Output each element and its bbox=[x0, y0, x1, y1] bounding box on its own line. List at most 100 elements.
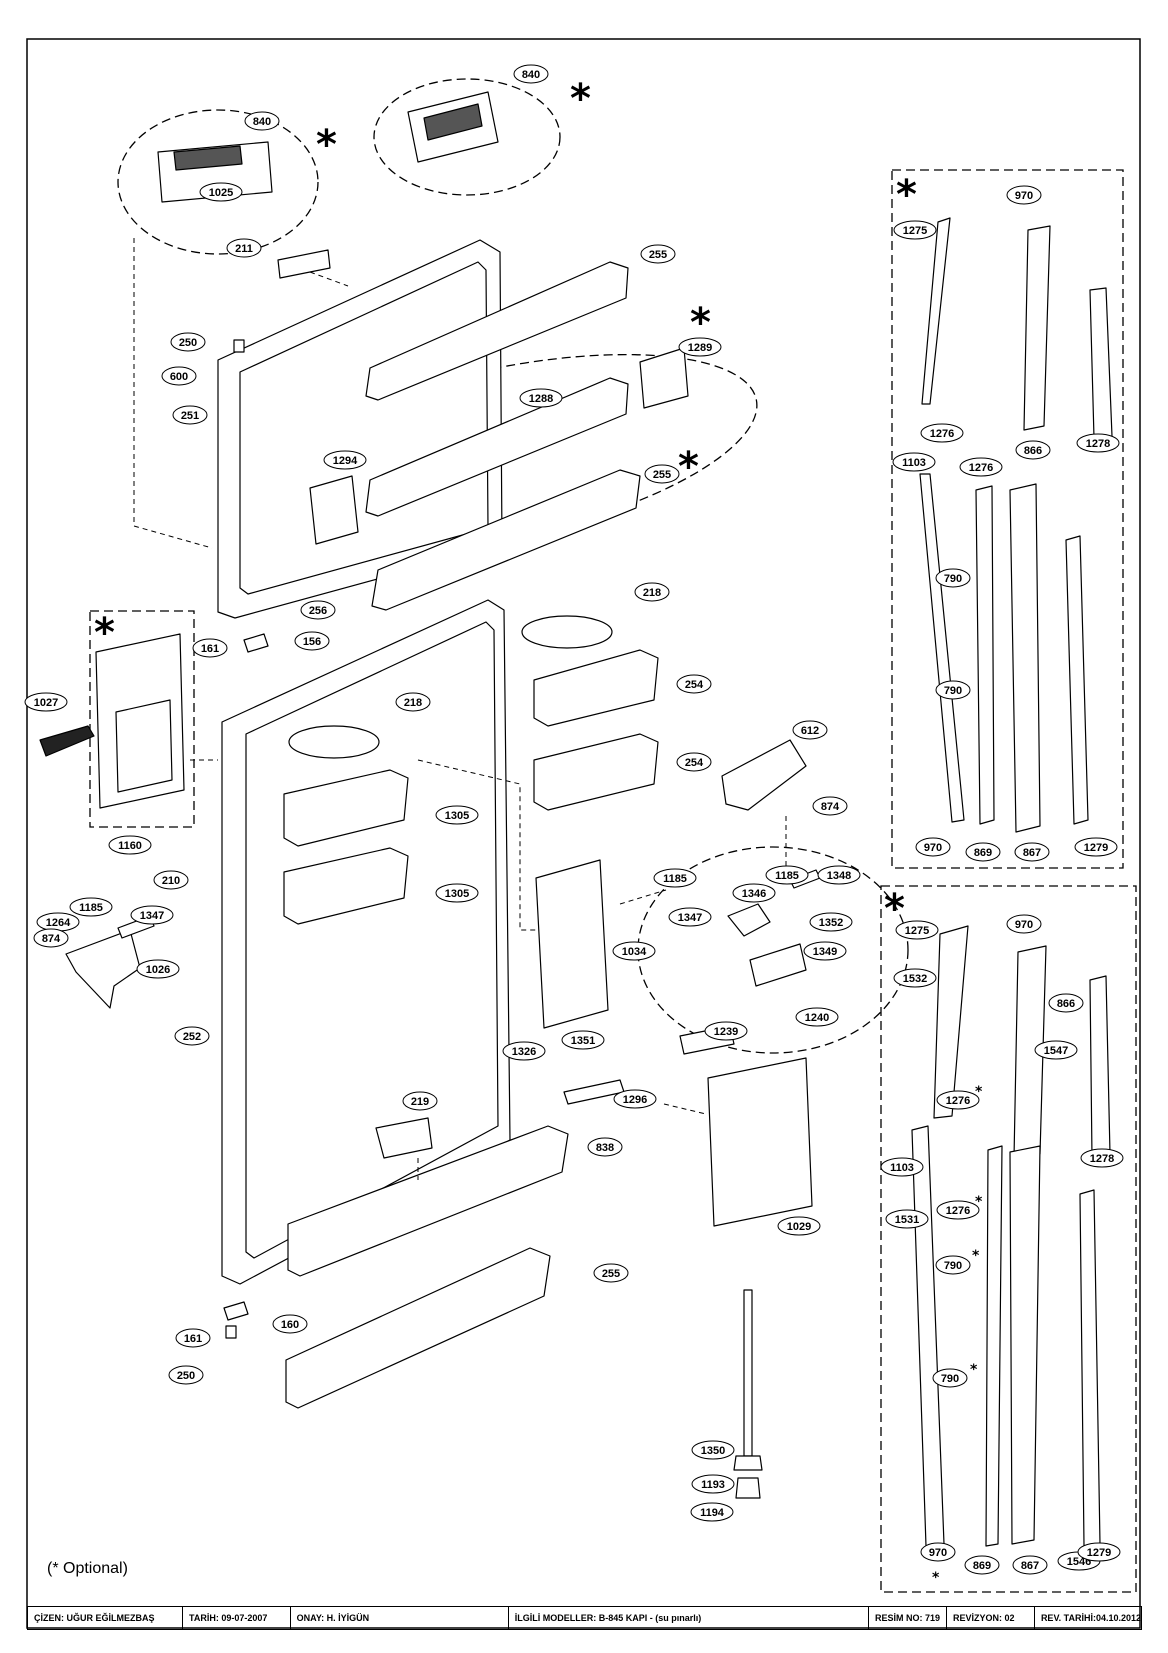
callout-p1349: 1349 bbox=[803, 941, 847, 961]
part-number-label: 251 bbox=[181, 410, 199, 422]
callout-p1026: 1026 bbox=[136, 959, 180, 979]
callout-bubble bbox=[174, 1026, 210, 1046]
callout-bubble bbox=[513, 64, 549, 84]
callout-p251: 251 bbox=[172, 405, 208, 425]
freezer-shelf-255a bbox=[365, 261, 629, 401]
label-plate-211 bbox=[277, 249, 331, 279]
part-number-label: 218 bbox=[643, 587, 661, 599]
part-number-label: 1029 bbox=[787, 1221, 811, 1233]
callout-bubble bbox=[1077, 1542, 1121, 1562]
callout-bubble bbox=[226, 238, 262, 258]
callout-r1276b: 1276 bbox=[959, 457, 1003, 477]
callout-r1276d: 1276 bbox=[936, 1200, 980, 1220]
part-number-label: 1264 bbox=[46, 917, 71, 929]
callout-bubble bbox=[300, 600, 336, 620]
part-number-label: 210 bbox=[162, 875, 180, 887]
optional-group-dispenser-mech bbox=[637, 846, 909, 1054]
callout-r790c: 790 bbox=[935, 1255, 971, 1275]
callout-r867a: 867 bbox=[1014, 842, 1050, 862]
part-number-label: 838 bbox=[596, 1142, 614, 1154]
part-number-label: 219 bbox=[411, 1096, 429, 1108]
callout-bubble bbox=[935, 568, 971, 588]
callout-bubble bbox=[803, 941, 847, 961]
callout-bubble bbox=[435, 805, 479, 825]
part-number-label: 1034 bbox=[622, 946, 647, 958]
part-number-label: 790 bbox=[944, 573, 962, 585]
callout-bubble bbox=[640, 244, 676, 264]
callout-p255a: 255 bbox=[640, 244, 676, 264]
callout-p838: 838 bbox=[587, 1137, 623, 1157]
egg-tray-218a bbox=[521, 615, 613, 649]
part-number-label: 867 bbox=[1021, 1560, 1039, 1572]
handle-867a bbox=[1009, 483, 1041, 833]
callout-p1160: 1160 bbox=[108, 835, 152, 855]
part-number-label: 255 bbox=[653, 469, 671, 481]
part-number-label: 256 bbox=[309, 605, 327, 617]
callout-bubble bbox=[172, 405, 208, 425]
callout-bubble bbox=[777, 1216, 821, 1236]
callout-bubble bbox=[892, 452, 936, 472]
door-shelf-254a bbox=[533, 649, 659, 727]
callout-bubble bbox=[613, 1089, 657, 1109]
part-number-label: 970 bbox=[1015, 190, 1033, 202]
callout-bubble bbox=[676, 752, 712, 772]
part-number-label: 1348 bbox=[827, 870, 851, 882]
callout-p1296: 1296 bbox=[613, 1089, 657, 1109]
optional-star: * bbox=[678, 444, 699, 490]
optional-star: * bbox=[690, 300, 711, 346]
part-number-label: 1346 bbox=[742, 888, 766, 900]
nut-1193 bbox=[733, 1455, 763, 1471]
title-drawing-no: RESİM NO: 719 bbox=[869, 1607, 948, 1629]
callout-r1103a: 1103 bbox=[892, 452, 936, 472]
callout-bubble bbox=[634, 582, 670, 602]
part-number-label: 866 bbox=[1024, 445, 1042, 457]
part-number-label: 840 bbox=[522, 69, 540, 81]
callout-bubble bbox=[765, 865, 809, 885]
tube-1350 bbox=[743, 1289, 753, 1457]
callout-bubble bbox=[936, 1200, 980, 1220]
part-number-label: 211 bbox=[235, 243, 253, 255]
callout-bubble bbox=[809, 912, 853, 932]
part-number-label: 1193 bbox=[701, 1479, 725, 1491]
door-shelf-255c bbox=[285, 1247, 551, 1409]
callout-r970a: 970 bbox=[1006, 185, 1042, 205]
part-number-label: 218 bbox=[404, 697, 422, 709]
callout-bubble bbox=[1012, 1555, 1048, 1575]
control-display-a bbox=[173, 145, 243, 171]
handle-trim-1275a bbox=[921, 217, 951, 405]
callout-r1279b: 1279 bbox=[1077, 1542, 1121, 1562]
callout-p1025: 1025 bbox=[199, 182, 243, 202]
part-number-label: 1278 bbox=[1090, 1153, 1114, 1165]
callout-bubble bbox=[561, 1030, 605, 1050]
callout-bubble bbox=[153, 870, 189, 890]
optional-group-dispenser-frame bbox=[89, 610, 195, 828]
callout-bubble bbox=[612, 941, 656, 961]
callout-bubble bbox=[880, 1157, 924, 1177]
callout-bubble bbox=[792, 720, 828, 740]
callout-bubble bbox=[893, 220, 937, 240]
callout-p254b: 254 bbox=[676, 752, 712, 772]
optional-markers: * * * * * * * * * * * * bbox=[94, 76, 983, 1586]
handle-trim-1103b bbox=[911, 1125, 945, 1547]
control-display-b bbox=[423, 103, 483, 141]
callout-bubble bbox=[678, 337, 722, 357]
optional-group-handles-bottom bbox=[880, 885, 1137, 1593]
part-number-label: 254 bbox=[685, 679, 704, 691]
optional-group-handles-top bbox=[891, 169, 1124, 869]
optional-star: * bbox=[570, 76, 591, 122]
part-number-label: 790 bbox=[944, 1260, 962, 1272]
callout-bubble bbox=[1006, 185, 1042, 205]
callout-p1185c: 1185 bbox=[69, 897, 113, 917]
optional-star-small: * bbox=[932, 1570, 940, 1586]
handle-cover-1279b bbox=[1079, 1189, 1101, 1547]
callout-bubble bbox=[175, 1328, 211, 1348]
part-number-label: 156 bbox=[303, 636, 321, 648]
callout-bubble bbox=[1048, 993, 1084, 1013]
part-number-label: 1294 bbox=[333, 455, 358, 467]
callout-bubble bbox=[168, 1365, 204, 1385]
callout-p250b: 250 bbox=[168, 1365, 204, 1385]
part-number-label: 867 bbox=[1023, 847, 1041, 859]
callout-p1346: 1346 bbox=[732, 883, 776, 903]
callout-p840b: 840 bbox=[513, 64, 549, 84]
